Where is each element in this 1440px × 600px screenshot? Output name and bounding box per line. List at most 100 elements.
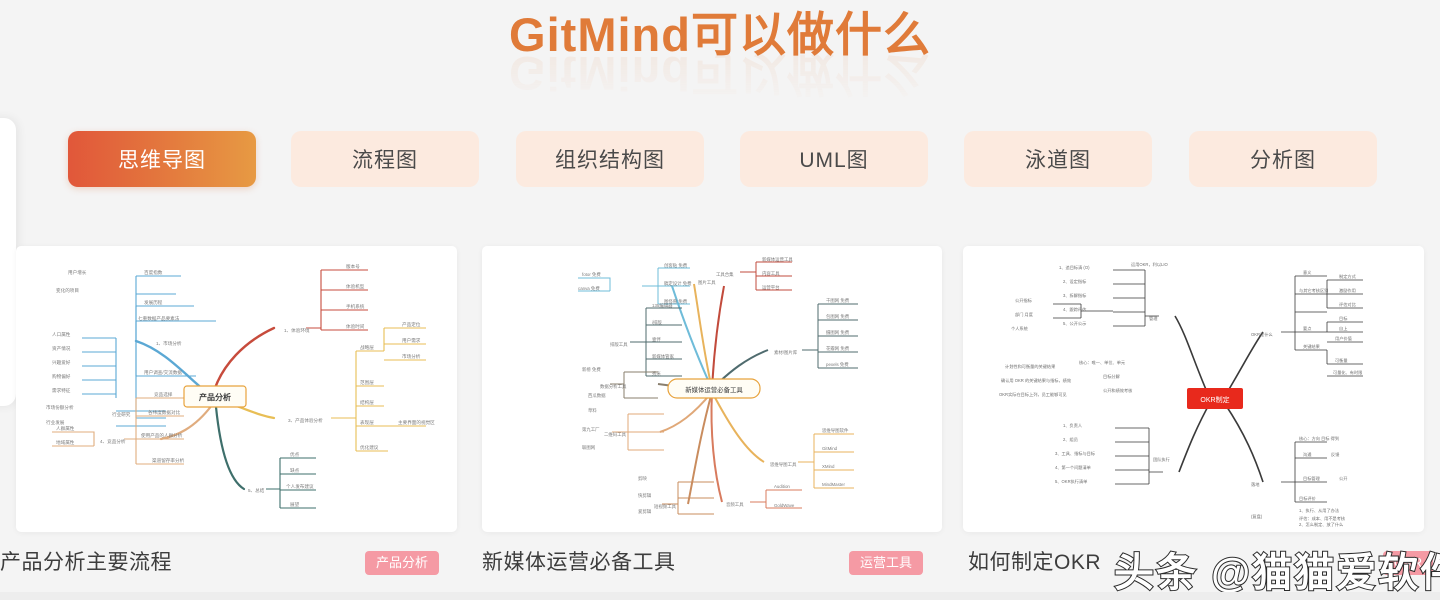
svg-text:XMind: XMind — [822, 464, 835, 469]
mindmap-center-node — [183, 385, 247, 408]
svg-text:OKR是什么: OKR是什么 — [1251, 331, 1273, 338]
svg-text:草料: 草料 — [588, 407, 597, 414]
svg-text:GoldWave: GoldWave — [774, 503, 795, 508]
svg-text:缺点: 缺点 — [290, 467, 300, 474]
mindmap-center-node — [1187, 388, 1243, 409]
svg-text:兴趣爱好: 兴趣爱好 — [52, 359, 71, 366]
mindmap-center-label: OKR制定 — [1200, 395, 1229, 404]
svg-text:体验机型: 体验机型 — [346, 283, 365, 290]
svg-text:排版工具: 排版工具 — [610, 341, 628, 348]
svg-text:落地: 落地 — [1251, 481, 1260, 488]
svg-text:市场份额分析: 市场份额分析 — [46, 404, 74, 411]
svg-text:反馈: 反馈 — [1331, 451, 1340, 458]
svg-text:激励作用: 激励作用 — [1339, 287, 1356, 294]
svg-text:工具合集: 工具合集 — [716, 271, 734, 278]
svg-text:地域属性: 地域属性 — [56, 439, 75, 446]
page-title: GitMind可以做什么 — [509, 8, 931, 61]
svg-text:评估：成本、用不是考核: 评估：成本、用不是考核 — [1299, 515, 1346, 522]
svg-text:各纬度数据对比: 各纬度数据对比 — [148, 409, 181, 416]
svg-text:5、总结: 5、总结 — [248, 487, 265, 494]
svg-text:新榜 免费: 新榜 免费 — [582, 366, 601, 373]
tab-mindmap[interactable]: 思维导图 — [68, 131, 256, 187]
svg-text:5、公开公示: 5、公开公示 — [1063, 321, 1086, 327]
svg-text:发展历程: 发展历程 — [144, 299, 163, 306]
svg-text:资产情况: 资产情况 — [52, 345, 71, 352]
svg-text:目标评价: 目标评价 — [1299, 495, 1317, 502]
svg-text:爱剪辑: 爱剪辑 — [638, 508, 652, 515]
svg-text:稿定设计 免费: 稿定设计 免费 — [664, 280, 692, 287]
channel-watermark: 头条 @猫猫爱软件 — [1113, 550, 1440, 596]
svg-text:个人系统: 个人系统 — [1011, 325, 1028, 332]
svg-text:短视频工具: 短视频工具 — [654, 503, 677, 510]
svg-text:手机系统: 手机系统 — [346, 303, 365, 310]
svg-text:pexels 免费: pexels 免费 — [826, 361, 849, 368]
svg-text:花瓣网 免费: 花瓣网 免费 — [826, 345, 850, 352]
svg-text:确认用 OKR 的关键结果与指标，绩效: 确认用 OKR 的关键结果与指标，绩效 — [1001, 377, 1072, 384]
bottom-strip — [0, 592, 1440, 600]
svg-text:运营平台: 运营平台 — [762, 284, 780, 291]
svg-text:第九工厂: 第九工厂 — [582, 426, 600, 433]
svg-text:公开指标: 公开指标 — [1015, 297, 1032, 304]
svg-text:素材/图片库: 素材/图片库 — [774, 349, 798, 356]
svg-text:秀米: 秀米 — [652, 370, 661, 377]
svg-text:2、组员: 2、组员 — [1063, 436, 1078, 443]
svg-text:人群属性: 人群属性 — [56, 425, 75, 432]
svg-text:制定方式: 制定方式 — [1339, 273, 1357, 280]
svg-text:OKR实际在目标上列，员工能够可见: OKR实际在目标上列，员工能够可见 — [999, 391, 1067, 398]
svg-text:4、竞品分析: 4、竞品分析 — [100, 438, 126, 445]
svg-text:千图网 免费: 千图网 免费 — [826, 297, 850, 304]
svg-text:西瓜数据: 西瓜数据 — [588, 392, 606, 399]
card-badge-newmedia-tools: 运营工具 — [849, 551, 924, 575]
svg-text:竞品选择: 竞品选择 — [154, 391, 173, 398]
svg-text:战略层: 战略层 — [360, 344, 374, 351]
card-caption-okr: 如何制定OKR — [968, 551, 1102, 574]
svg-text:用户价值: 用户价值 — [1335, 335, 1352, 342]
svg-text:管理: 管理 — [1149, 315, 1158, 322]
svg-text:团队执行: 团队执行 — [1153, 456, 1170, 463]
svg-text:产品定位: 产品定位 — [402, 321, 421, 328]
svg-text:用户调查/交流数据: 用户调查/交流数据 — [144, 369, 182, 376]
tab-swimlane[interactable]: 泳道图 — [964, 131, 1152, 187]
template-card-product-analysis[interactable]: 用户增长百度指数 变化的项目 发展历程 七重数据产品要素法 用户调查/交流数据 … — [16, 246, 457, 532]
card-caption-newmedia-tools: 新媒体运营必备工具 — [482, 551, 676, 574]
svg-text:范围层: 范围层 — [360, 379, 374, 386]
svg-text:新媒体管家: 新媒体管家 — [652, 353, 675, 360]
tab-org-chart[interactable]: 组织结构图 — [516, 131, 704, 187]
tab-flowchart[interactable]: 流程图 — [291, 131, 479, 187]
svg-text:公开和绩效考核: 公开和绩效考核 — [1103, 387, 1133, 394]
svg-text:核心：方向 目标 得到: 核心：方向 目标 得到 — [1299, 435, 1339, 442]
svg-text:摄图网 免费: 摄图网 免费 — [826, 329, 850, 336]
svg-text:个人发布建议: 个人发布建议 — [286, 483, 314, 490]
previous-slide-peek-card[interactable] — [0, 118, 16, 406]
svg-text:2、设定指标: 2、设定指标 — [1063, 278, 1086, 285]
svg-text:计划性和可衡量的关键结果: 计划性和可衡量的关键结果 — [1005, 363, 1056, 370]
svg-text:图怪兽 免费: 图怪兽 免费 — [664, 298, 688, 305]
svg-text:思维导图工具: 思维导图工具 — [770, 461, 797, 468]
svg-text:目标: 目标 — [1339, 315, 1347, 322]
svg-text:135编辑器: 135编辑器 — [652, 302, 673, 309]
svg-text:需求特征: 需求特征 — [52, 387, 71, 394]
svg-text:用户需求: 用户需求 — [402, 337, 421, 344]
svg-text:展望: 展望 — [290, 501, 300, 508]
category-tab-bar: 思维导图 流程图 组织结构图 UML图 泳道图 分析图 — [0, 131, 1440, 187]
tab-uml[interactable]: UML图 — [740, 131, 928, 187]
mindmap-center-node — [667, 378, 761, 399]
svg-text:4、跟踪评估: 4、跟踪评估 — [1063, 306, 1086, 313]
svg-text:fotor 免费: fotor 免费 — [582, 271, 601, 278]
svg-text:要点: 要点 — [1303, 326, 1311, 332]
svg-text:新媒体运营工具: 新媒体运营工具 — [762, 256, 793, 263]
svg-text:结构层: 结构层 — [360, 399, 374, 406]
card-caption-product-analysis: 产品分析主要流程 — [0, 551, 172, 574]
tab-analysis[interactable]: 分析图 — [1189, 131, 1377, 187]
svg-text:市场分析: 市场分析 — [402, 353, 421, 360]
svg-text:包图网 免费: 包图网 免费 — [826, 313, 850, 320]
svg-text:1、追目标清 (O): 1、追目标清 (O) — [1059, 264, 1090, 271]
svg-text:与其它考核区别: 与其它考核区别 — [1299, 287, 1328, 294]
svg-text:i排版: i排版 — [652, 319, 662, 326]
svg-text:关键结果: 关键结果 — [1303, 343, 1321, 350]
svg-text:3、产品体验分析: 3、产品体验分析 — [288, 417, 323, 424]
svg-text:联图网: 联图网 — [582, 444, 596, 451]
